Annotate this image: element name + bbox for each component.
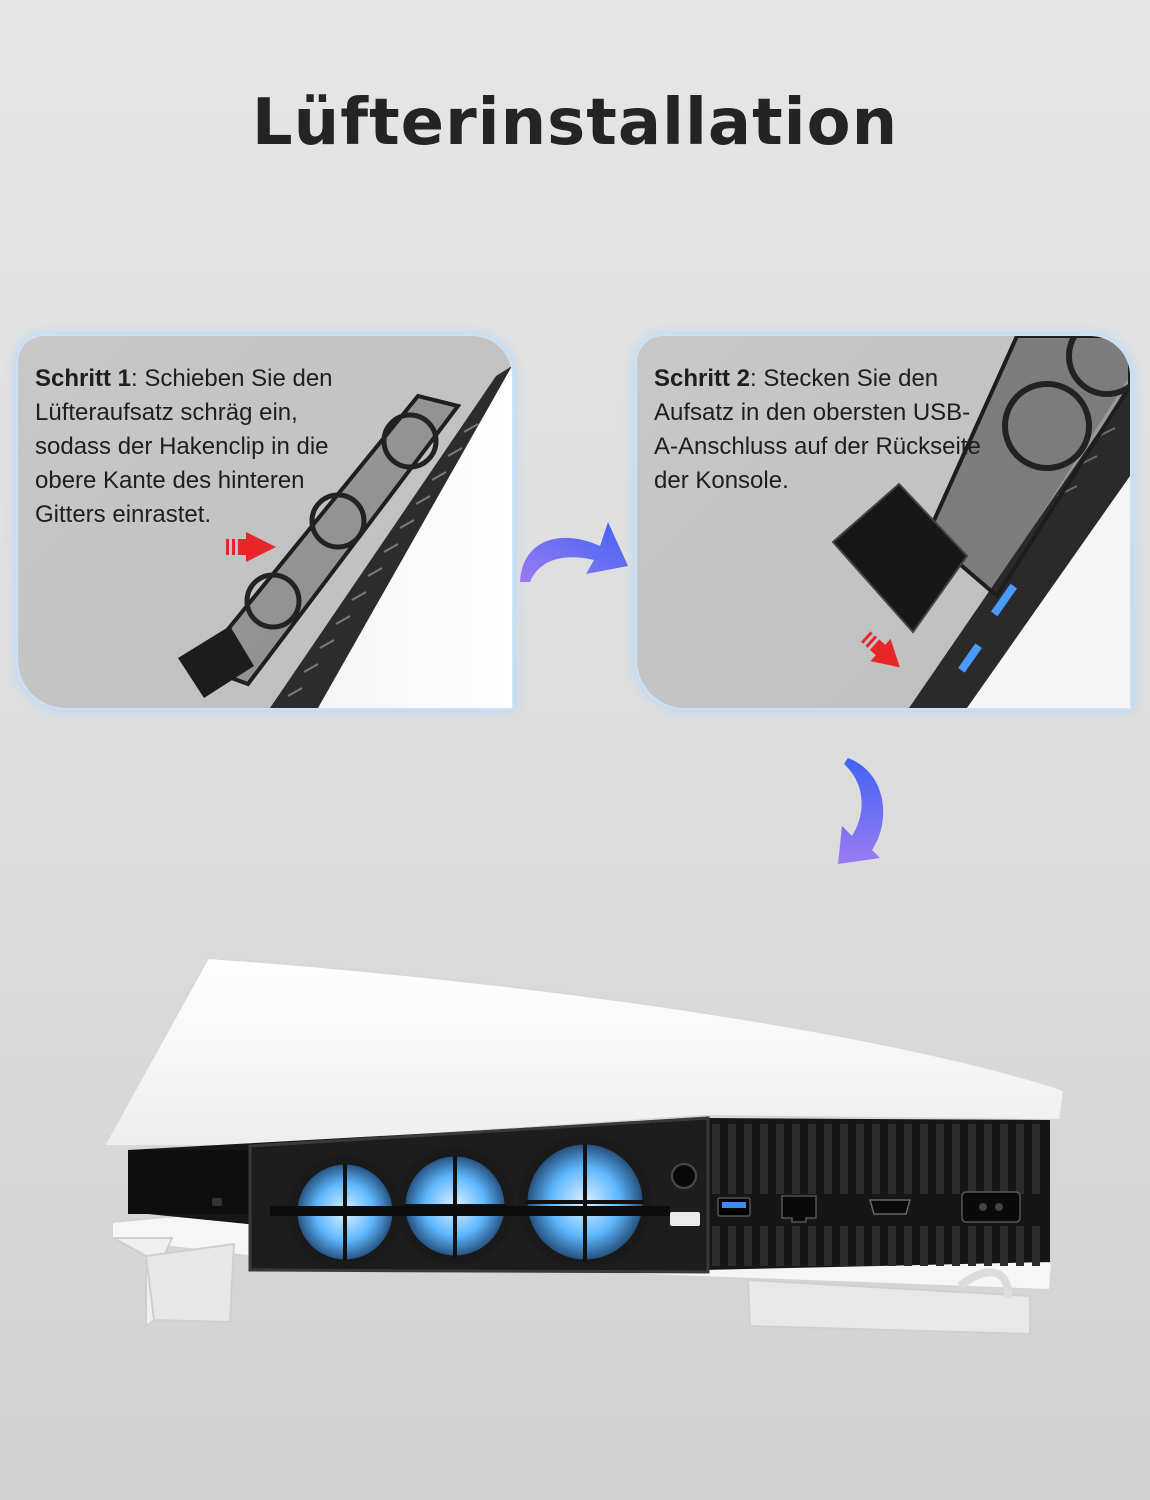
fan-ring	[1002, 381, 1092, 471]
console-front-panel	[128, 1150, 250, 1214]
hdmi-port	[869, 1199, 911, 1215]
step-1-label: Schritt 1	[35, 365, 132, 392]
step-2-illustration	[831, 336, 1130, 708]
ethernet-port	[781, 1195, 817, 1223]
stand-clip	[957, 1268, 1013, 1299]
console-top-shell	[102, 956, 1066, 1147]
rear-ports-strip	[909, 386, 1130, 708]
stand-foot-left-body	[144, 1242, 236, 1324]
usb-connector-block	[831, 482, 969, 634]
lock-slot	[212, 1198, 222, 1206]
usb-port	[958, 643, 982, 673]
page-title: Lüfterinstallation	[251, 86, 899, 160]
rear-usb-port-tongue	[722, 1202, 746, 1208]
fan-power-button	[671, 1163, 697, 1189]
step-2-label: Schritt 2	[654, 365, 751, 392]
passthrough-usb-port	[670, 1212, 700, 1226]
fan-ring	[381, 412, 439, 470]
fan-ring	[244, 572, 302, 630]
insert-arrow-icon	[226, 532, 276, 562]
step-2-description: : Stecken Sie den Aufsatz in den oberste…	[654, 365, 981, 494]
power-port	[961, 1191, 1021, 1223]
fan-bracket-bar	[270, 1206, 670, 1216]
fan-ring	[1066, 336, 1130, 397]
usb-port	[990, 583, 1018, 617]
step-2-text: Schritt 2: Stecken Sie den Aufsatz in de…	[654, 362, 994, 498]
step-1-illustration	[178, 366, 512, 708]
step-1-text: Schritt 1: Schieben Sie den Lüfteraufsat…	[35, 362, 375, 532]
fan-ring	[309, 492, 367, 550]
hook-clip	[178, 626, 254, 698]
step-1-description: : Schieben Sie den Lüfteraufsatz schräg …	[35, 365, 333, 528]
step-2-card: Schritt 2: Stecken Sie den Aufsatz in de…	[637, 336, 1130, 708]
step-1-card: Schritt 1: Schieben Sie den Lüfteraufsat…	[18, 336, 512, 708]
stand-foot-right	[746, 1278, 1031, 1336]
rear-grill	[270, 366, 512, 708]
insert-arrow-icon	[860, 631, 900, 668]
